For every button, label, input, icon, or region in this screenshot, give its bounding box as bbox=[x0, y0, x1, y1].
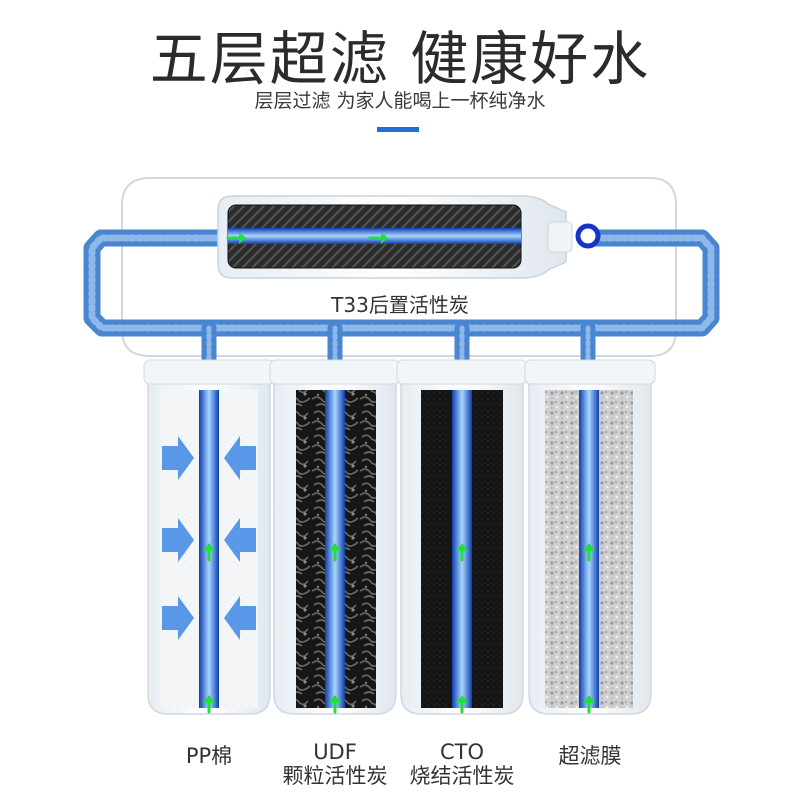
cto-sintered-carbon-filter bbox=[396, 359, 528, 715]
inflow-arrow-icon bbox=[162, 436, 256, 640]
pp-cotton-filter bbox=[143, 359, 275, 715]
water-pipe bbox=[83, 229, 720, 376]
accent-bar bbox=[377, 127, 419, 132]
valve-knob bbox=[575, 223, 601, 249]
filter-label-udf: UDF 颗粒活性炭 bbox=[270, 740, 400, 788]
filter-label-line1: PP棉 bbox=[185, 744, 233, 768]
page-subtitle: 层层过滤 为家人能喝上一杯纯净水 bbox=[254, 90, 546, 112]
filter-label-line1: UDF bbox=[313, 740, 357, 764]
flow-arrow-icon bbox=[226, 232, 388, 244]
page-title: 五层超滤 健康好水 bbox=[149, 25, 651, 93]
filter-label-line1: 超滤膜 bbox=[558, 744, 622, 768]
filter-label-line2: 颗粒活性炭 bbox=[282, 764, 388, 788]
filter-label-cto: CTO 烧结活性炭 bbox=[397, 740, 527, 788]
rear-carbon-filter bbox=[217, 195, 573, 279]
rear-filter-label: T33后置活性炭 bbox=[331, 293, 469, 317]
filter-label-membrane: 超滤膜 bbox=[527, 744, 653, 768]
filter-label-line1: CTO bbox=[439, 740, 485, 764]
ultrafiltration-membrane-filter bbox=[524, 359, 656, 715]
machine-body bbox=[121, 177, 677, 357]
filter-label-line2: 烧结活性炭 bbox=[409, 764, 515, 788]
filter-label-pp: PP棉 bbox=[148, 744, 270, 768]
udf-granular-carbon-filter bbox=[269, 359, 401, 715]
flow-arrow-icon bbox=[203, 543, 595, 714]
